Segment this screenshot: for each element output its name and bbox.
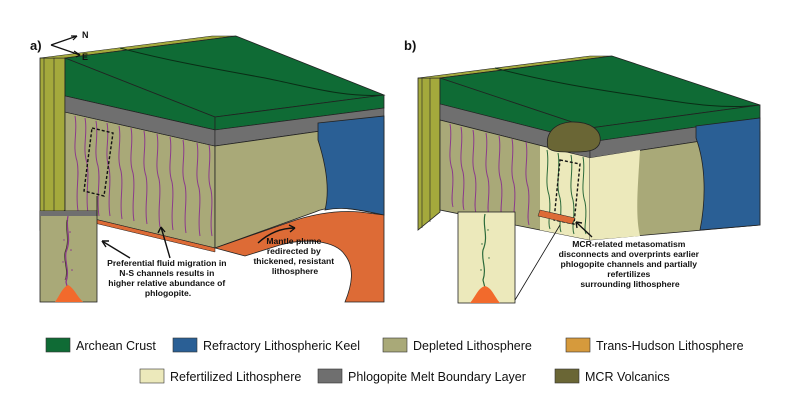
b-mcr-volcanics: [546, 121, 601, 153]
a-inset-channel: [64, 215, 70, 291]
b-mcr-line: phlogopite channels and partially: [561, 259, 698, 269]
b-inset-plume: [470, 286, 500, 303]
legend-label: Phlogopite Melt Boundary Layer: [348, 370, 526, 384]
a-inset-plume: [55, 285, 83, 302]
b-keel: [695, 117, 761, 231]
legend: Archean Crust Refractory Lithospheric Ke…: [45, 337, 744, 384]
legend-item-depleted-lithosphere: Depleted Lithosphere: [382, 337, 532, 353]
b-inset-connector: [514, 224, 561, 301]
a-inset-melt-layer: [40, 211, 97, 216]
a-fluid-arrow-left: [101, 240, 131, 259]
panel-a: N E a) Preferential fluid migration in N…: [30, 30, 386, 303]
a-crust-line: [119, 47, 385, 96]
a-fluid-annotation: Preferential fluid migration in N-S chan…: [107, 258, 229, 298]
legend-item-phlogopite-layer: Phlogopite Melt Boundary Layer: [317, 368, 526, 384]
b-mcr-line: surrounding lithosphere: [580, 279, 680, 289]
b-inset-dots: [480, 229, 490, 271]
legend-label: Refertilized Lithosphere: [170, 370, 301, 384]
legend-label: Archean Crust: [76, 339, 156, 353]
a-plume-annotation: Mantle plume redirected by thickened, re…: [253, 236, 336, 276]
b-mcr-arrowhead: [575, 221, 583, 229]
panel-b-label: b): [404, 38, 416, 53]
compass-east: E: [82, 52, 88, 62]
a-fluid-arrow-right: [160, 226, 171, 259]
b-side-wall: [417, 77, 441, 231]
a-fluid-arrowhead-right: [157, 226, 166, 234]
north-arrow: [50, 35, 78, 46]
legend-swatch: [554, 368, 580, 384]
compass-north: N: [82, 30, 89, 40]
b-mcr-annotation: MCR-related metasomatism disconnects and…: [559, 239, 702, 289]
north-arrow-head: [71, 35, 78, 41]
legend-swatch: [565, 337, 591, 353]
legend-item-archean-crust: Archean Crust: [45, 337, 156, 353]
legend-swatch: [45, 337, 71, 353]
b-inset-channel: [481, 213, 487, 289]
a-inset-dots: [62, 231, 73, 279]
a-channels: [74, 115, 213, 237]
b-mcr-arrow: [575, 221, 593, 238]
a-fluid-arrowhead-left: [101, 240, 109, 248]
east-arrow: [50, 44, 81, 56]
b-inset-marker: [553, 159, 581, 225]
b-mcr-line: MCR-related metasomatism: [572, 239, 686, 249]
legend-label: MCR Volcanics: [585, 370, 670, 384]
a-inset-marker: [83, 127, 114, 197]
legend-item-mcr-volcanics: MCR Volcanics: [554, 368, 670, 384]
a-plume-arrowhead: [288, 224, 296, 233]
panel-a-label: a): [30, 38, 42, 53]
a-mantle-plume: [213, 211, 385, 303]
a-fluid-line: Preferential fluid migration in: [107, 258, 226, 268]
a-fluid-line: N-S channels results in: [119, 268, 214, 278]
a-inset-channel-core: [64, 219, 68, 281]
legend-item-trans-hudson: Trans-Hudson Lithosphere: [565, 337, 744, 353]
a-fluid-line: higher relative abundance of: [108, 278, 225, 288]
a-plume-line: lithosphere: [272, 266, 319, 276]
panel-b: b) MCR-related metasomatism disconnects …: [404, 38, 761, 304]
a-keel: [317, 115, 385, 216]
legend-item-refractory-keel: Refractory Lithospheric Keel: [172, 337, 360, 353]
a-plume-line: redirected by: [267, 246, 321, 256]
legend-label: Depleted Lithosphere: [413, 339, 532, 353]
legend-label: Refractory Lithospheric Keel: [203, 339, 360, 353]
legend-swatch: [317, 368, 343, 384]
a-fluid-line: phlogopite.: [145, 288, 191, 298]
legend-label: Trans-Hudson Lithosphere: [596, 339, 744, 353]
b-channels: [449, 123, 530, 226]
legend-swatch: [382, 337, 408, 353]
b-bottom-orange: [537, 209, 576, 225]
b-mcr-line: refertilizes: [607, 269, 650, 279]
legend-item-refertilized: Refertilized Lithosphere: [139, 368, 301, 384]
b-mcr-line: disconnects and overprints earlier: [559, 249, 700, 259]
a-plume-arrow: [257, 227, 296, 244]
b-crust-line: [494, 67, 761, 108]
east-arrow-head: [73, 50, 81, 58]
a-plume-line: thickened, resistant: [253, 256, 334, 266]
legend-swatch: [139, 368, 165, 384]
legend-swatch: [172, 337, 198, 353]
b-refertilized-right: [590, 150, 640, 240]
a-plume-line: Mantle plume: [266, 236, 321, 246]
